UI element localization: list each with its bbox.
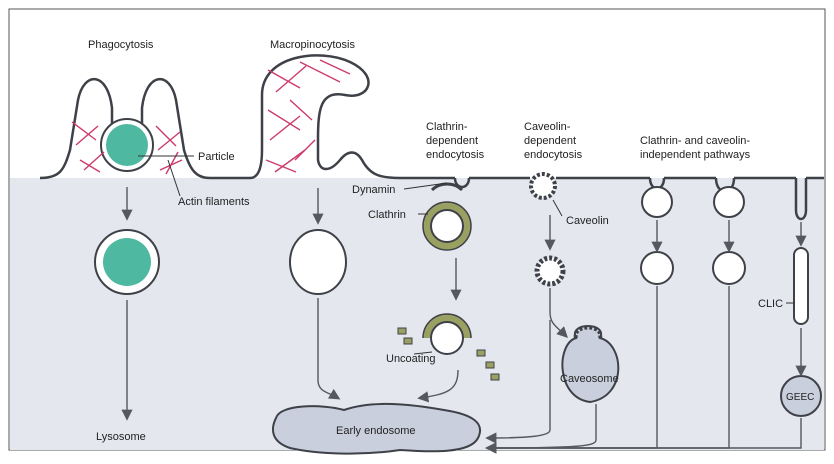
independent-vesicle-1: [642, 187, 672, 217]
label-geec: GEEC: [786, 392, 814, 403]
title-phagocytosis: Phagocytosis: [88, 39, 154, 51]
label-lysosome: Lysosome: [96, 431, 146, 443]
label-clathrin: Clathrin: [368, 209, 406, 221]
label-caveolin: Caveolin: [566, 215, 609, 227]
uncoating-vesicle: [431, 322, 463, 354]
title-clathrin-line1: Clathrin-: [426, 121, 468, 133]
label-clic: CLIC: [758, 298, 783, 310]
title-independent-line1: Clathrin- and caveolin-: [640, 135, 750, 147]
title-independent-line2: independent pathways: [640, 149, 751, 161]
label-dynamin: Dynamin: [352, 184, 395, 196]
title-caveolin-line3: endocytosis: [524, 149, 583, 161]
independent-vesicle-2b: [713, 252, 745, 284]
label-caveosome: Caveosome: [560, 373, 619, 385]
title-clathrin-line2: dependent: [426, 135, 478, 147]
label-early-endosome: Early endosome: [336, 425, 416, 437]
label-actin-filaments: Actin filaments: [178, 196, 250, 208]
label-particle: Particle: [198, 151, 235, 163]
caveolar-vesicle: [537, 258, 563, 284]
label-uncoating: Uncoating: [386, 353, 436, 365]
independent-vesicle-2: [714, 187, 744, 217]
actin-filaments-macro: [266, 60, 350, 172]
macropinosome: [290, 230, 346, 294]
clic-tubule: [794, 248, 808, 324]
independent-vesicle-1b: [641, 252, 673, 284]
title-caveolin-line1: Caveolin-: [524, 121, 571, 133]
caveola-pit: [531, 174, 555, 198]
title-macropinocytosis: Macropinocytosis: [270, 39, 355, 51]
title-clathrin-line3: endocytosis: [426, 149, 485, 161]
clathrin-coated-vesicle: [431, 210, 463, 242]
phagosome-particle-icon: [103, 238, 151, 286]
particle-icon: [106, 124, 148, 166]
title-caveolin-line2: dependent: [524, 135, 576, 147]
